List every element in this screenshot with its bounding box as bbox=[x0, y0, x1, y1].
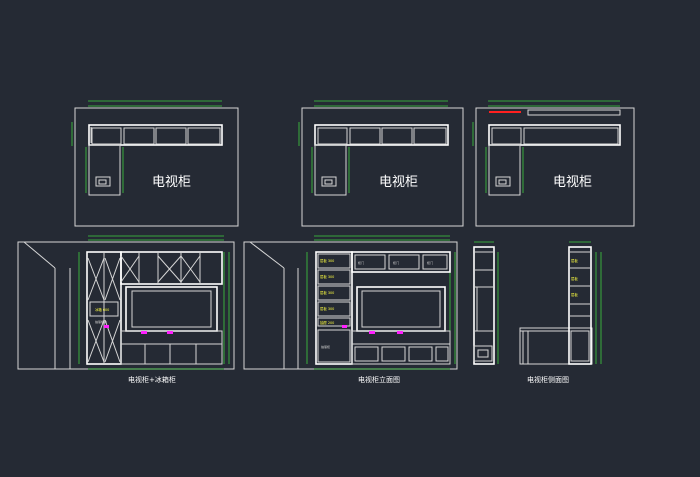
side-2-desk bbox=[519, 327, 593, 365]
plan-3-outline bbox=[475, 107, 635, 227]
svg-text:层板: 层板 bbox=[571, 258, 578, 263]
svg-text:层板: 层板 bbox=[571, 276, 578, 281]
elev-1-upper-cabinets bbox=[120, 251, 223, 285]
svg-text:抽屉柜: 抽屉柜 bbox=[321, 344, 330, 349]
svg-text:层板 300: 层板 300 bbox=[320, 290, 334, 295]
elev-2-upper-cabinets bbox=[351, 251, 451, 273]
plan-2-label: 电视柜 bbox=[379, 175, 418, 190]
svg-text:层板 300: 层板 300 bbox=[320, 258, 334, 263]
plan-2-side-cabinet bbox=[314, 144, 347, 196]
svg-text:抽屉柜体: 抽屉柜体 bbox=[95, 319, 107, 324]
plan-3-upper-cabinet bbox=[488, 124, 621, 146]
svg-text:柜门: 柜门 bbox=[358, 260, 364, 265]
svg-text:柜门: 柜门 bbox=[393, 260, 399, 265]
elevation-2: 层板 300 层板 300 层板 300 层板 300 抽屉 200 抽屉柜 柜… bbox=[243, 235, 458, 384]
elevation-1: 冰箱 600 抽屉柜体 电视柜+冰箱柜 bbox=[17, 235, 235, 384]
svg-text:层板 300: 层板 300 bbox=[320, 306, 334, 311]
svg-text:层板: 层板 bbox=[571, 292, 578, 297]
elev-1-tv-opening bbox=[125, 286, 218, 332]
elev-1-caption: 电视柜+冰箱柜 bbox=[128, 375, 176, 384]
elev-1-lower-drawers bbox=[120, 330, 223, 365]
plan-3-side-cabinet bbox=[488, 144, 521, 196]
plan-2-outline bbox=[301, 107, 464, 227]
plan-3-label: 电视柜 bbox=[553, 175, 592, 190]
svg-text:冰箱 600: 冰箱 600 bbox=[95, 307, 109, 312]
plan-1-outline bbox=[74, 107, 239, 227]
plan-1-side-cabinet bbox=[88, 144, 121, 196]
side-2-tall-cabinet bbox=[568, 246, 592, 365]
plan-2-appliance bbox=[321, 176, 337, 187]
plan-2-upper-cabinet bbox=[314, 124, 449, 146]
elev-2-tv-opening bbox=[356, 286, 446, 332]
plan-view-2: 电视柜 bbox=[298, 100, 464, 227]
plan-3-appliance bbox=[495, 176, 511, 187]
side-view-1 bbox=[473, 241, 499, 365]
svg-text:层板 300: 层板 300 bbox=[320, 274, 334, 279]
elev-2-tall-shelf bbox=[315, 251, 353, 365]
elev-2-caption: 电视柜立面图 bbox=[358, 375, 400, 384]
plan-view-1: 电视柜 bbox=[71, 100, 239, 227]
plan-1-appliance bbox=[95, 176, 111, 187]
svg-text:抽屉 200: 抽屉 200 bbox=[320, 320, 334, 325]
plan-view-3: 电视柜 bbox=[472, 100, 635, 227]
side-view-2: 层板 层板 层板 电视柜侧面图 bbox=[519, 241, 602, 384]
plan-1-label: 电视柜 bbox=[152, 175, 191, 190]
side-1-cabinet bbox=[473, 246, 495, 365]
svg-text:柜门: 柜门 bbox=[427, 260, 433, 265]
plan-1-upper-cabinet bbox=[88, 124, 223, 146]
side-caption: 电视柜侧面图 bbox=[527, 375, 569, 384]
